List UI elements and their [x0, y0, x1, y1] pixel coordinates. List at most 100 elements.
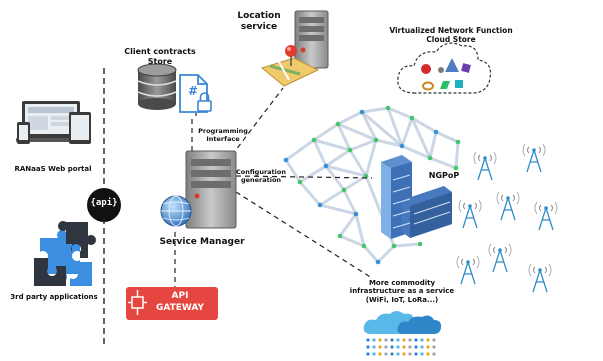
- mesh-node: [347, 147, 353, 153]
- mesh-link: [354, 212, 366, 248]
- mesh-link: [336, 122, 378, 142]
- iot-dot: [384, 338, 388, 342]
- server-icon: [185, 150, 237, 229]
- iot-dot: [372, 352, 376, 356]
- iot-dot: [396, 338, 400, 342]
- api-gateway-icon: [126, 287, 218, 320]
- mesh-link: [364, 138, 378, 178]
- antenna-towers: [456, 143, 558, 293]
- mesh-node: [311, 137, 317, 143]
- iot-dot: [432, 352, 436, 356]
- mesh-node: [361, 243, 367, 249]
- mesh-node: [353, 211, 359, 217]
- mesh-link: [312, 138, 352, 152]
- mesh-link: [338, 234, 366, 248]
- document-hash-symbol: #: [187, 84, 199, 98]
- mesh-node: [453, 165, 459, 171]
- mesh-link: [284, 138, 316, 162]
- mesh-link: [400, 116, 414, 148]
- mesh-link: [336, 122, 352, 152]
- mesh-node: [335, 121, 341, 127]
- iot-dot: [432, 345, 436, 349]
- mesh-link: [454, 140, 460, 170]
- iot-dot: [390, 345, 394, 349]
- mesh-link: [428, 156, 458, 170]
- mesh-node: [337, 233, 343, 239]
- iot-dot: [384, 352, 388, 356]
- iot-dot: [366, 352, 370, 356]
- iot-dot: [426, 345, 430, 349]
- mesh-link: [434, 130, 460, 144]
- mesh-link: [410, 116, 432, 160]
- iot-dot: [366, 338, 370, 342]
- mesh-link: [386, 106, 414, 120]
- programming-interface-label: Programming Interface: [198, 127, 248, 143]
- mesh-node: [341, 187, 347, 193]
- iot-dot: [408, 345, 412, 349]
- mesh-link: [400, 144, 432, 160]
- location-server-icon: [260, 10, 329, 87]
- mesh-link: [362, 244, 380, 264]
- iot-dot: [396, 352, 400, 356]
- api-badge-label: {api}: [90, 198, 118, 208]
- mesh-node: [375, 259, 381, 265]
- antenna-tower-icon: [473, 151, 497, 181]
- client-contracts-store-label: Client contracts Store: [124, 47, 196, 66]
- mesh-node: [359, 109, 365, 115]
- commodity-infrastructure-label: More commodity infrastructure as a servi…: [349, 279, 455, 304]
- mesh-link: [338, 212, 358, 238]
- mesh-node: [427, 155, 433, 161]
- mesh-node: [433, 129, 439, 135]
- mesh-link: [410, 116, 438, 134]
- database-icon: [137, 63, 177, 110]
- iot-dot: [396, 345, 400, 349]
- iot-dot: [420, 338, 424, 342]
- mesh-node: [417, 241, 423, 247]
- mesh-node: [297, 179, 303, 185]
- antenna-tower-icon: [456, 255, 480, 285]
- mesh-node: [317, 202, 323, 208]
- map-pin-icon: [285, 45, 297, 66]
- iot-dot: [414, 338, 418, 342]
- iot-dot: [372, 345, 376, 349]
- connector-manager-location: [231, 87, 284, 156]
- mesh-link: [312, 138, 328, 168]
- secure-document-icon: [179, 74, 212, 113]
- mesh-link: [376, 244, 396, 264]
- vnf-cloud-store-label: Virtualized Network Function Cloud Store: [389, 26, 513, 44]
- mesh-link: [312, 122, 340, 142]
- mesh-link: [360, 106, 390, 114]
- mesh-link: [298, 164, 328, 184]
- antenna-tower-icon: [528, 263, 552, 293]
- iot-device-dots: [366, 338, 436, 356]
- iot-dot: [378, 338, 382, 342]
- mesh-link: [342, 188, 358, 216]
- iot-dot: [414, 352, 418, 356]
- mesh-link: [374, 138, 404, 148]
- mesh-node: [385, 105, 391, 111]
- iot-dot: [384, 345, 388, 349]
- puzzle-icon: [34, 220, 97, 286]
- mesh-node: [283, 157, 289, 163]
- mesh-node: [409, 115, 415, 121]
- antenna-tower-icon: [534, 201, 558, 231]
- iot-dot: [378, 352, 382, 356]
- network-mesh: [283, 105, 461, 265]
- iot-dot: [426, 352, 430, 356]
- mesh-node: [323, 163, 329, 169]
- mesh-link: [324, 148, 352, 168]
- mesh-node: [373, 137, 379, 143]
- iot-dot: [402, 345, 406, 349]
- iot-dot: [420, 345, 424, 349]
- mesh-link: [284, 158, 302, 184]
- iot-dot: [414, 345, 418, 349]
- mesh-link: [348, 138, 378, 152]
- mesh-link: [392, 242, 422, 248]
- mesh-node: [455, 139, 461, 145]
- mesh-node: [391, 243, 397, 249]
- mesh-link: [336, 110, 364, 126]
- iot-dot: [408, 338, 412, 342]
- iot-dot: [378, 345, 382, 349]
